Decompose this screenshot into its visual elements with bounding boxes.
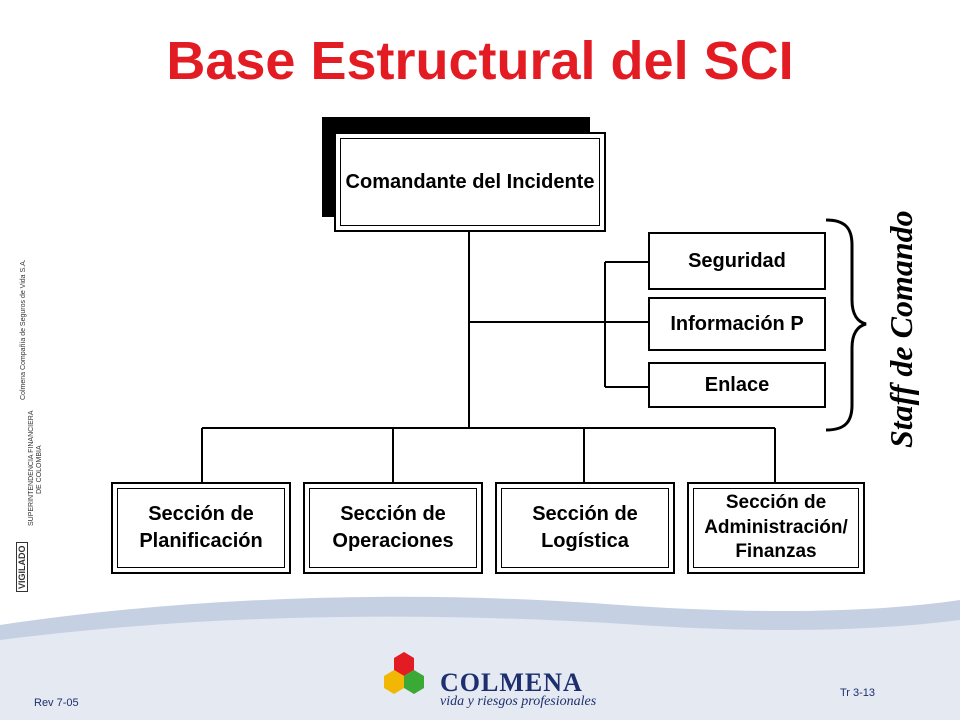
staff-label-enlace: Enlace: [704, 373, 770, 396]
staff-label-informacion: Información P: [670, 312, 804, 335]
de-colombia-label: DE COLOMBIA: [36, 445, 43, 494]
section-line1: Sección de: [340, 503, 446, 525]
staff-box-informacion: Información P: [648, 297, 826, 351]
section-line1: Sección de: [148, 503, 254, 525]
slide-number: Tr 3-13: [840, 687, 876, 699]
staff-de-comando-label: Staff de Comando: [883, 210, 919, 448]
section-line1: Sección de: [725, 491, 827, 513]
section-line2: Logística: [541, 530, 629, 552]
superintendencia-label: SUPERINTENDENCIA FINANCIERA: [28, 410, 35, 526]
staff-box-enlace: Enlace: [648, 362, 826, 408]
section-line3: Finanzas: [735, 541, 817, 563]
section-line1: Sección de: [532, 503, 638, 525]
section-line2: Planificación: [139, 530, 263, 552]
vigilado-label: VIGILADO: [16, 542, 28, 592]
section-line2: Administración/: [704, 516, 848, 538]
section-box-logistica: Sección de Logística: [495, 482, 675, 574]
section-box-administracion: Sección de Administración/Finanzas: [687, 482, 865, 574]
commander-box: Comandante del Incidente: [334, 132, 606, 232]
brand-name: COLMENA: [440, 668, 583, 697]
page-title: Base Estructural del SCI: [166, 31, 794, 91]
revision-label: Rev 7-05: [34, 697, 79, 709]
section-box-operaciones: Sección de Operaciones: [303, 482, 483, 574]
staff-brace: [825, 218, 867, 432]
company-label: Colmena Compañía de Seguros de Vida S.A.: [20, 259, 27, 400]
commander-label: Comandante del Incidente: [345, 170, 595, 193]
staff-box-seguridad: Seguridad: [648, 232, 826, 290]
brand-tagline: vida y riesgos profesionales: [440, 694, 597, 709]
staff-label-seguridad: Seguridad: [688, 249, 786, 272]
colmena-logo-icon: [384, 652, 424, 694]
section-line2: Operaciones: [332, 530, 454, 552]
regulatory-side-text: VIGILADO SUPERINTENDENCIA FINANCIERA DE …: [16, 259, 54, 596]
section-box-planificacion: Sección de Planificación: [111, 482, 291, 574]
